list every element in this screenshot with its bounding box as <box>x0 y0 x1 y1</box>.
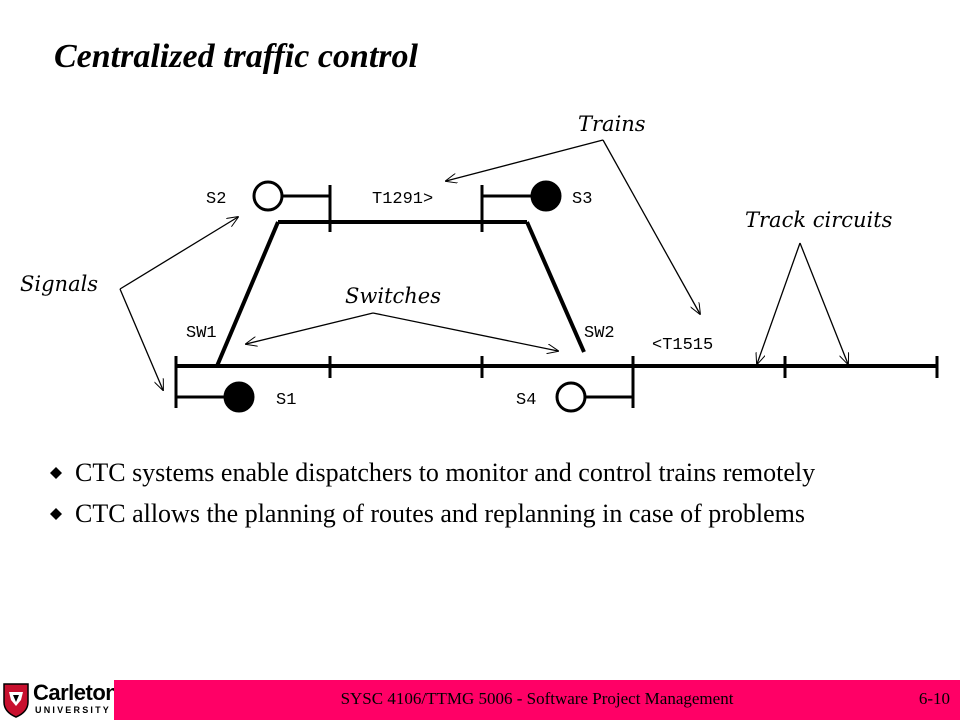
train-t1515-label: <T1515 <box>652 336 713 355</box>
logo-subtitle: UNIVERSITY <box>35 705 112 715</box>
signals-annotation: Signals <box>20 272 98 296</box>
track-circuits-arrow-1 <box>757 242 801 364</box>
bullet-text: CTC allows the planning of routes and re… <box>75 499 806 528</box>
switch-sw1-label: SW1 <box>186 324 217 343</box>
switches-arrow-1 <box>246 312 374 344</box>
page-number: 6-10 <box>918 689 950 708</box>
footer-band: SYSC 4106/TTMG 5006 - Software Project M… <box>114 680 960 720</box>
switch-sw1-diagonal <box>215 221 280 367</box>
slide-title: Centralized traffic control <box>54 38 418 75</box>
bullet-item: CTC allows the planning of routes and re… <box>48 497 908 530</box>
signal-s1-label: S1 <box>276 391 296 410</box>
track-circuits-annotation: Track circuits <box>745 208 893 232</box>
bullet-list: CTC systems enable dispatchers to monito… <box>48 456 908 538</box>
switches-annotation: Switches <box>345 284 441 308</box>
signal-s2-label: S2 <box>206 190 226 209</box>
signals-arrow-2 <box>119 288 163 390</box>
logo-wordmark: Carleton <box>33 680 119 705</box>
train-t1291-label: T1291> <box>372 190 433 209</box>
bullet-text: CTC systems enable dispatchers to monito… <box>75 458 816 487</box>
switch-sw2-diagonal <box>525 221 586 353</box>
trains-arrow-1 <box>446 139 604 181</box>
signals-arrow-1 <box>119 217 238 290</box>
switch-sw2-label: SW2 <box>584 324 615 343</box>
diamond-bullet-icon <box>50 467 62 479</box>
course-title: SYSC 4106/TTMG 5006 - Software Project M… <box>340 689 734 708</box>
track-circuits-arrow-2 <box>799 242 848 364</box>
signal-s3-label: S3 <box>572 190 592 209</box>
signal-s2-icon <box>252 180 284 212</box>
signal-s3-icon <box>530 180 562 212</box>
carleton-logo: Carleton UNIVERSITY <box>0 680 119 720</box>
trains-annotation: Trains <box>578 112 646 136</box>
signal-s1-icon <box>223 381 255 413</box>
diamond-bullet-icon <box>50 508 62 520</box>
signal-s4-icon <box>555 381 587 413</box>
footer: Carleton UNIVERSITY SYSC 4106/TTMG 5006 … <box>0 680 960 720</box>
trains-arrow-2 <box>602 139 700 314</box>
crest-icon <box>3 683 29 718</box>
signal-s4-label: S4 <box>516 391 536 410</box>
switches-arrow-2 <box>372 312 558 351</box>
bullet-item: CTC systems enable dispatchers to monito… <box>48 456 908 489</box>
ctc-track-diagram: S2 T1291> S3 SW1 SW2 <T1515 S1 S4 Trains… <box>20 112 939 413</box>
